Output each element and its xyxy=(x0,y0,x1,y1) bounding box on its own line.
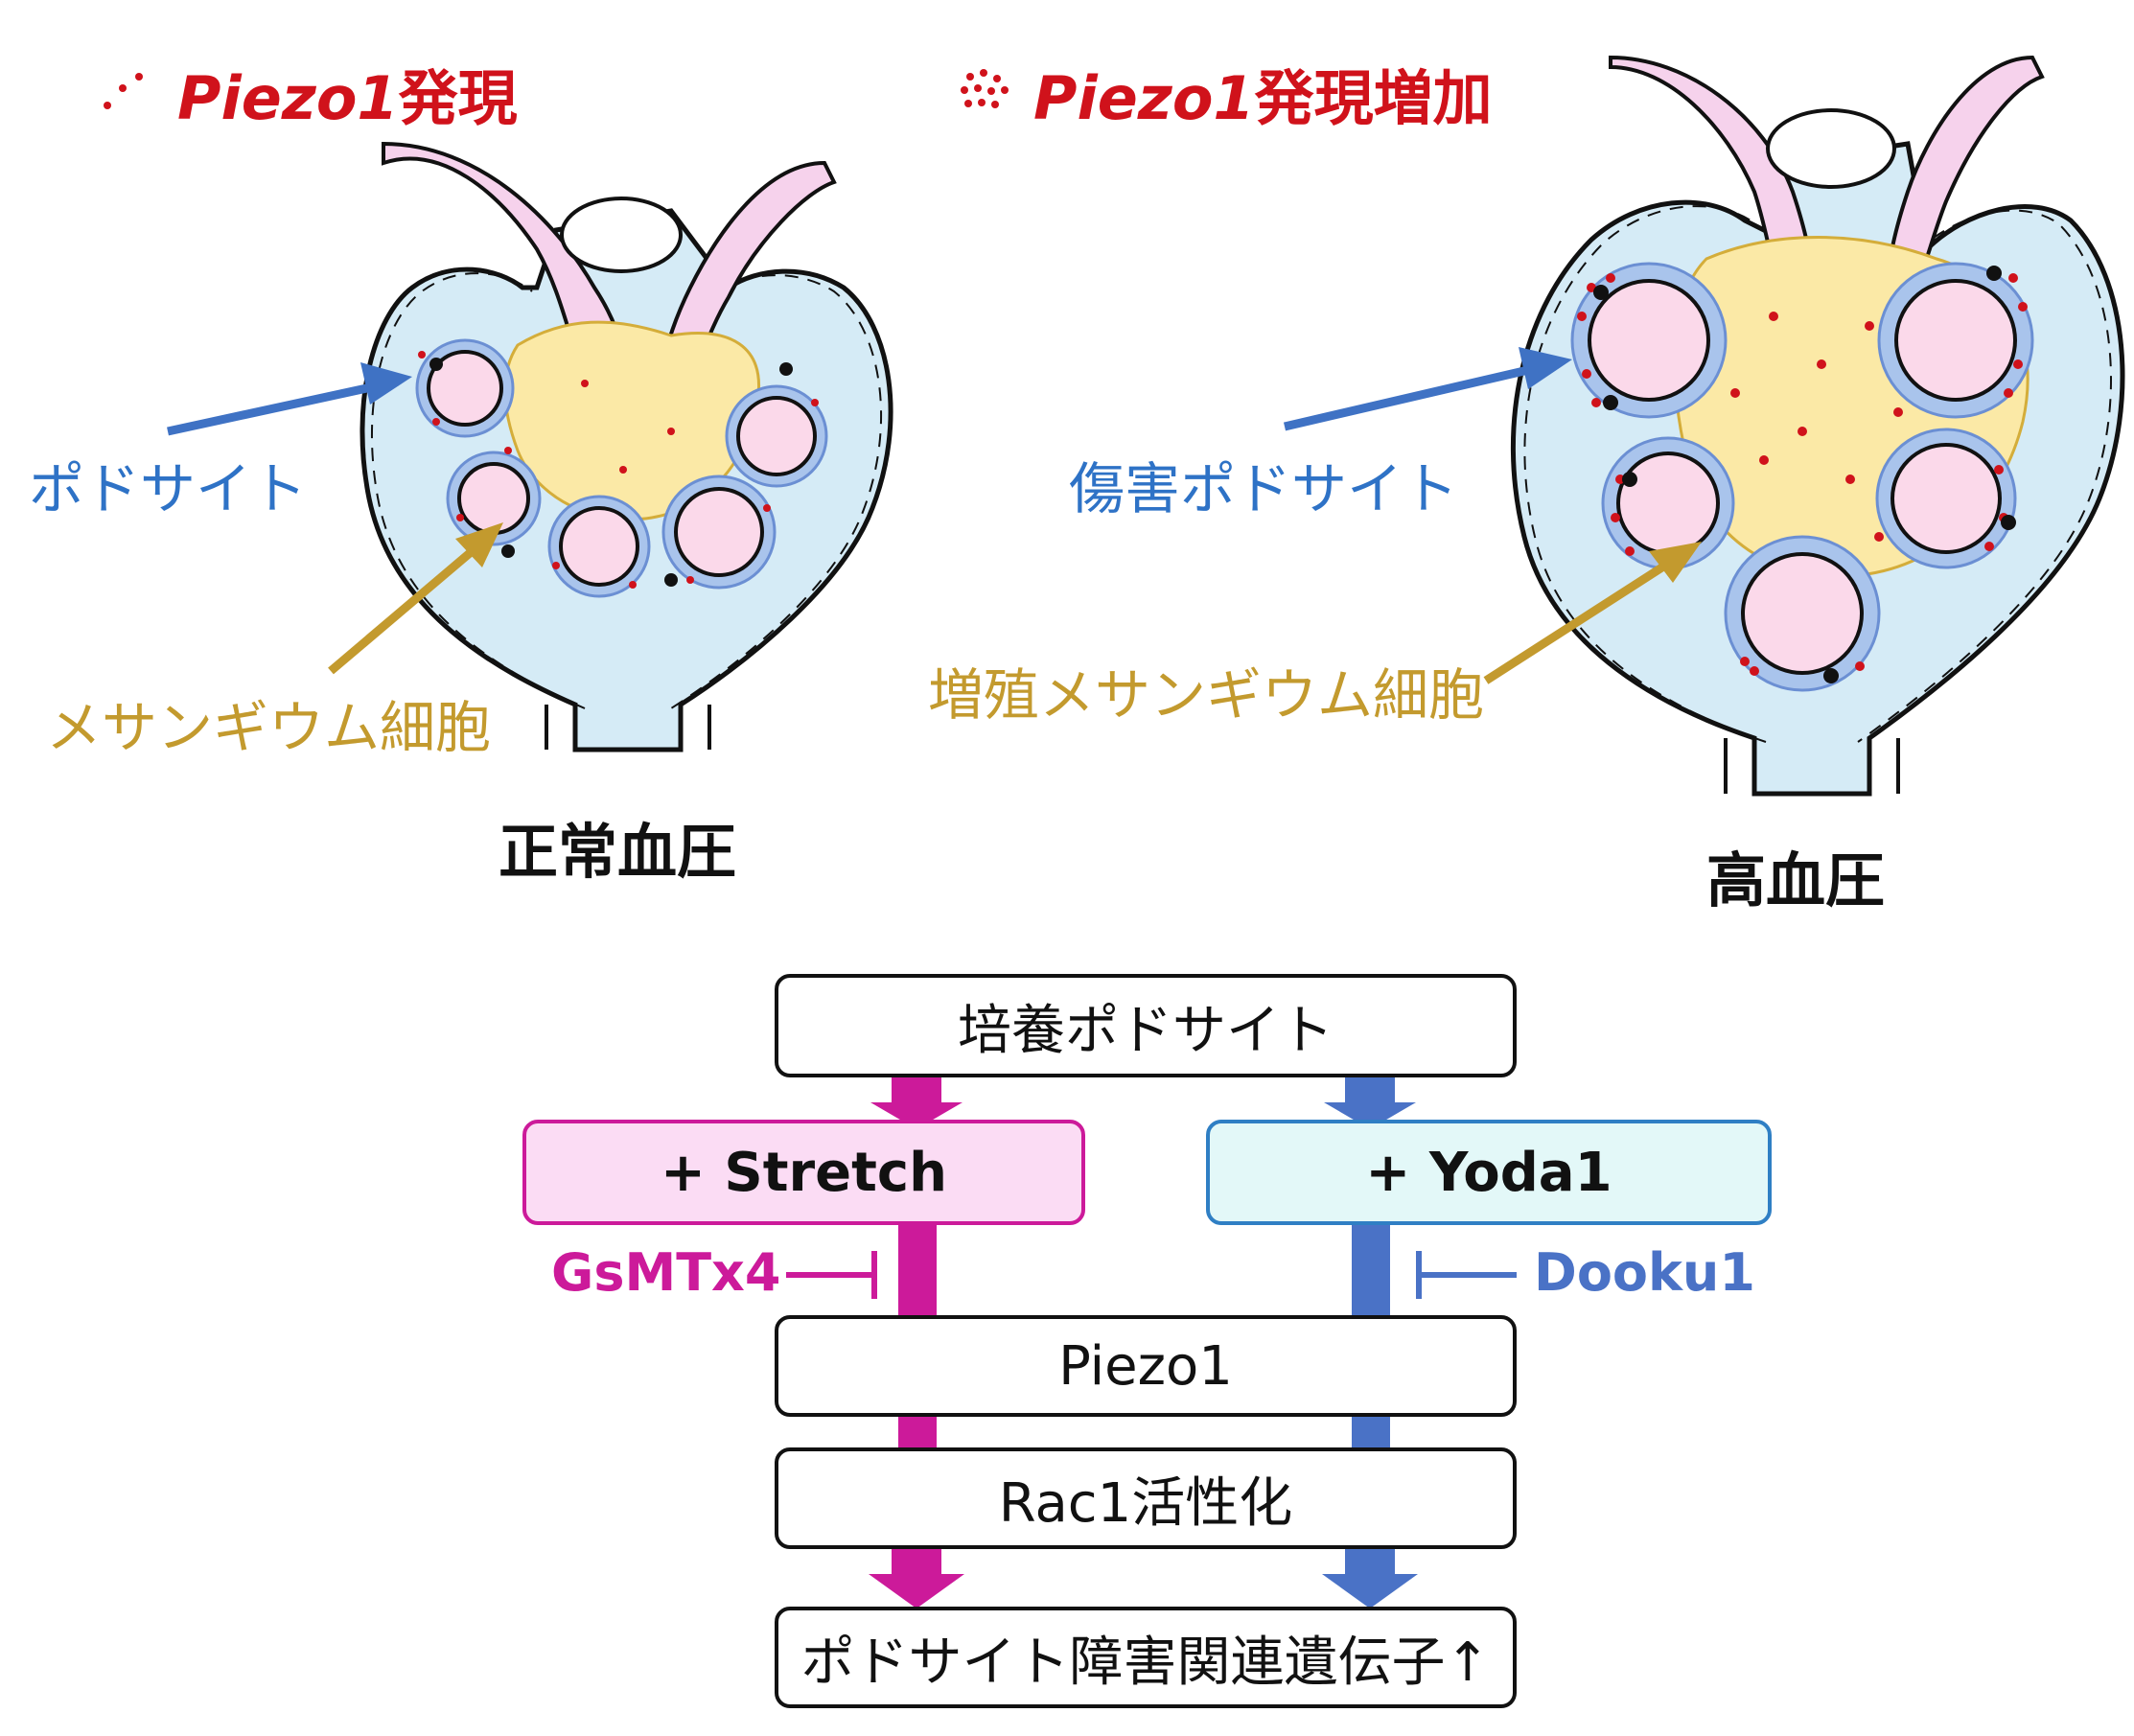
piezo1-dots-left xyxy=(418,351,819,589)
cultured-podocyte-box: 培養ポドサイト xyxy=(775,974,1517,1077)
hypertension-label: 高血圧 xyxy=(1706,845,1886,915)
mesangial-arrow-right xyxy=(1483,547,1690,684)
capillary-loops-right xyxy=(1570,262,2034,692)
hypertensive-glomerulus xyxy=(1510,55,2125,797)
mesangium-left xyxy=(503,320,760,521)
mesangial-arrow-left xyxy=(328,533,492,675)
injured-podocyte-label: 傷害ポドサイト xyxy=(1069,456,1459,521)
podocyte-label: ポドサイト xyxy=(29,456,308,521)
normal-glomerulus xyxy=(360,141,893,752)
legend-normal-expression: Piezo1発現 xyxy=(177,63,518,133)
piezo1-dots-right xyxy=(1577,273,2028,676)
yoda1-box: + Yoda1 xyxy=(1206,1120,1772,1225)
dense-dots-icon xyxy=(961,69,1009,108)
proliferating-mesangial-cell-label: 増殖メサンギウム細胞 xyxy=(928,662,1485,728)
normal-blood-pressure-label: 正常血圧 xyxy=(499,817,737,887)
dooku1-label: Dooku1 xyxy=(1534,1242,1755,1303)
cultured-podocyte-text: 培養ポドサイト xyxy=(958,999,1334,1062)
podocyte-arrow-left xyxy=(167,377,399,436)
macula-densa-right xyxy=(1766,108,1896,189)
stretch-box: + Stretch xyxy=(522,1120,1085,1225)
rac1-activation-box: Rac1活性化 xyxy=(775,1447,1517,1549)
macula-densa xyxy=(560,197,683,273)
podocyte-injury-genes-text: ポドサイト障害関連遺伝子↑ xyxy=(800,1631,1491,1694)
gsmtx4-label: GsMTx4 xyxy=(551,1242,781,1303)
piezo1-text: Piezo1 xyxy=(1058,1334,1233,1398)
podocyte-injury-genes-box: ポドサイト障害関連遺伝子↑ xyxy=(775,1607,1517,1708)
podocyte-arrow-right xyxy=(1283,359,1555,431)
yoda1-text: + Yoda1 xyxy=(1365,1141,1612,1204)
rac1-activation-text: Rac1活性化 xyxy=(998,1471,1293,1535)
legend-increased-expression: Piezo1発現増加 xyxy=(1033,63,1493,133)
stretch-text: + Stretch xyxy=(661,1141,947,1204)
piezo1-box: Piezo1 xyxy=(775,1315,1517,1417)
sparse-dots-icon xyxy=(104,73,143,109)
mesangial-cell-label: メサンギウム細胞 xyxy=(46,695,492,760)
